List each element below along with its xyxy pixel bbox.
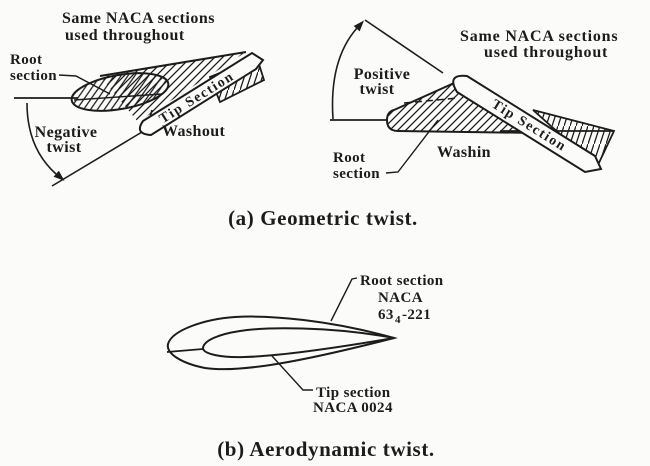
washout-note-line1: Same NACA sections: [62, 10, 215, 27]
washin-name-label: Washin: [437, 144, 491, 161]
washout-twist-arc: [26, 102, 57, 175]
aerodynamic-twist-diagram: Root section NACA 63 4 -221 Tip section …: [166, 273, 444, 416]
washin-note-line2: used throughout: [484, 44, 608, 61]
inner-airfoil-outline: [201, 327, 395, 359]
washin-tip-band: [452, 74, 603, 174]
washin-twist-arc: [331, 27, 358, 120]
root-naca-code-subscript: 4: [395, 314, 401, 326]
washout-root-label-line1: Root: [10, 52, 42, 68]
root-section-label: Root section: [360, 273, 444, 289]
airfoil-nose-chord-line: [166, 348, 204, 353]
washout-diagram: Same NACA sections used throughout Tip S…: [10, 10, 266, 187]
positive-twist-label-line2: twist: [360, 81, 395, 98]
outer-airfoil-outline: [166, 315, 398, 371]
washout-tip-band: [138, 51, 265, 137]
washin-root-label-line1: Root: [333, 150, 365, 166]
washin-note-line1: Same NACA sections: [460, 28, 618, 45]
caption-panel-a: (a) Geometric twist.: [228, 206, 418, 230]
washout-arrowhead: [53, 170, 65, 181]
washout-note-line2: used throughout: [65, 27, 185, 44]
washout-root-leader-line: [58, 74, 111, 95]
washin-root-leader-line: [385, 119, 439, 174]
washin-hidden-chord-line: [403, 97, 459, 104]
washin-root-label-line2: section: [333, 166, 380, 182]
negative-twist-label-line2: twist: [47, 139, 82, 156]
negative-twist-label-line1: Negative: [35, 124, 98, 141]
tip-section-label: Tip section: [316, 385, 391, 401]
root-naca-code-main: 63: [378, 307, 394, 323]
washout-root-label-line2: section: [10, 68, 57, 84]
washout-name-label: Washout: [162, 123, 226, 140]
tip-section-leader-line: [271, 355, 313, 391]
root-naca-code-tail: -221: [402, 307, 431, 323]
washout-root-chord-line: [73, 93, 163, 101]
root-naca-label: NACA: [378, 290, 423, 306]
washin-chord-line: [364, 19, 444, 74]
washin-diagram: Same NACA sections used throughout Posit…: [330, 19, 618, 182]
caption-panel-b: (b) Aerodynamic twist.: [217, 437, 435, 461]
root-section-leader-line: [330, 277, 358, 322]
positive-twist-label-line1: Positive: [354, 66, 411, 83]
washout-chord-line: [51, 131, 143, 187]
washout-root-airfoil: [70, 72, 170, 112]
washin-arrowhead: [353, 20, 365, 32]
tip-naca-label: NACA 0024: [313, 400, 393, 416]
washout-wing-top-edge: [99, 51, 247, 77]
